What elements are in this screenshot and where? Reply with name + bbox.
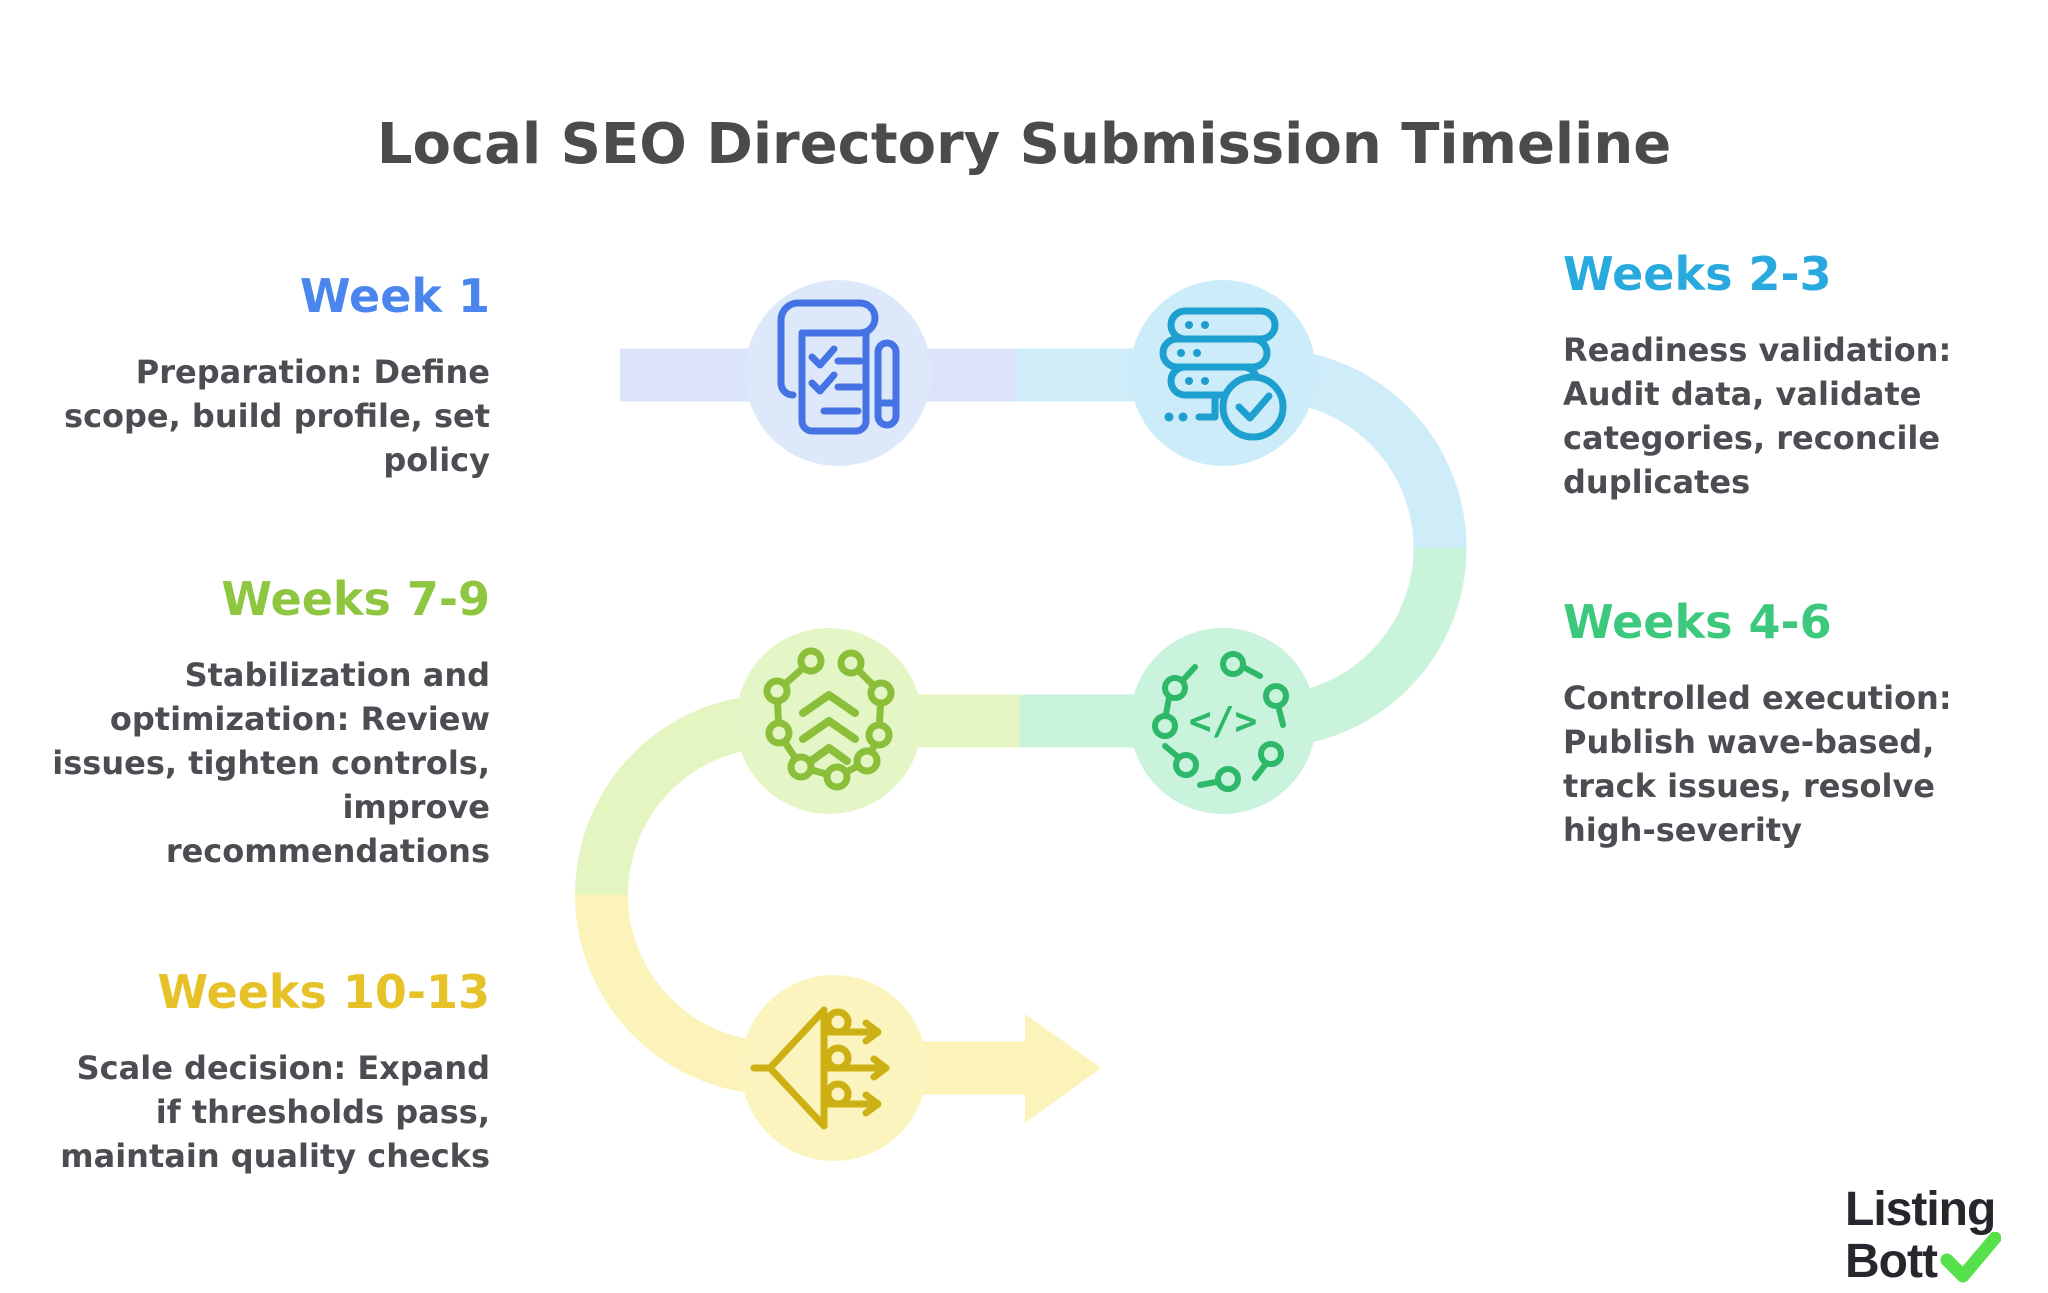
logo-line2: Bott: [1845, 1235, 1938, 1288]
logo-checkmark-icon: [1940, 1232, 2001, 1283]
step-weeks4-6-label: Weeks 4-6: [1563, 595, 1832, 649]
step-week1-label: Week 1: [299, 269, 490, 323]
logo-line1: Listing: [1845, 1183, 1996, 1236]
step-weeks2-3-description: Readiness validation: Audit data, valida…: [1563, 331, 1952, 502]
step-weeks7-9-description: Stabilization and optimization: Review i…: [52, 656, 490, 871]
step-weeks10-13: Weeks 10-13 Scale decision: Expand if th…: [0, 968, 490, 1178]
step-weeks7-9: Weeks 7-9 Stabilization and optimization…: [0, 575, 490, 873]
page-title: Local SEO Directory Submission Timeline: [376, 112, 1672, 177]
server-check-icon: [1159, 307, 1287, 441]
step-weeks10-13-label: Weeks 10-13: [157, 965, 490, 1019]
timeline-arrowhead: [1025, 1014, 1101, 1123]
step-weeks10-13-description: Scale decision: Expand if thresholds pas…: [60, 1049, 490, 1176]
step-week1-description: Preparation: Define scope, build profile…: [64, 353, 490, 480]
node-week1: [745, 280, 931, 466]
timeline-path: [575, 348, 1467, 1123]
step-weeks4-6-description: Controlled execution: Publish wave-based…: [1563, 679, 1952, 850]
step-week1: Week 1 Preparation: Define scope, build …: [0, 272, 490, 482]
checklist-scroll-icon: [777, 299, 900, 435]
step-weeks4-6: Weeks 4-6 Controlled execution: Publish …: [1563, 598, 2048, 852]
split-arrows-icon: [750, 1006, 890, 1130]
step-weeks7-9-label: Weeks 7-9: [221, 572, 490, 626]
network-chevrons-icon: [763, 647, 895, 791]
listingbott-logo: Listing Bott: [1845, 1183, 2045, 1288]
code-deploy-icon: </>: [1152, 651, 1289, 792]
step-weeks2-3: Weeks 2-3 Readiness validation: Audit da…: [1563, 250, 2048, 504]
step-weeks2-3-label: Weeks 2-3: [1563, 247, 1832, 301]
code-glyph: </>: [1189, 699, 1258, 743]
